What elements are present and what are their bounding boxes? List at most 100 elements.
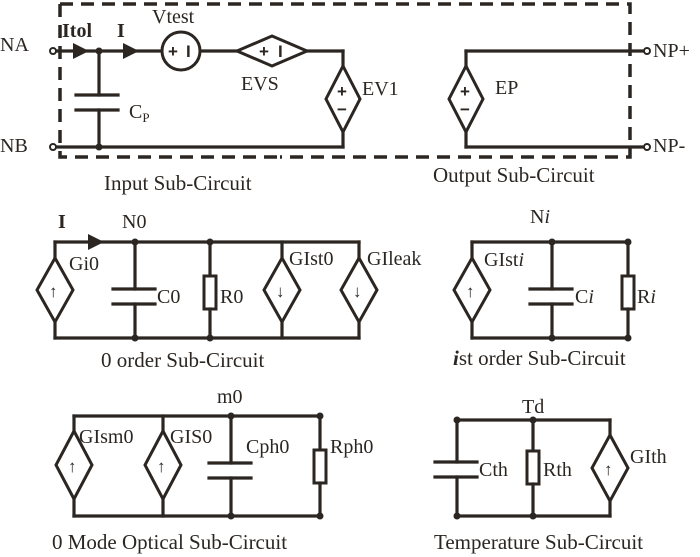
boundary-box xyxy=(60,2,632,159)
gist0-source: ↓ xyxy=(262,254,302,326)
arrow-down-icon: ↓ xyxy=(353,282,362,301)
label-ev1: EV1 xyxy=(362,78,399,100)
node-dot xyxy=(131,238,139,246)
arrow-up-icon: ↑ xyxy=(49,282,58,301)
ni-index: i xyxy=(544,206,550,228)
arrow-up-icon: ↑ xyxy=(68,457,77,476)
minus-sign: − xyxy=(337,100,347,119)
gis0-source: ↑ xyxy=(143,427,183,503)
arrow-up-icon: ↑ xyxy=(466,282,475,301)
label-gism0: GIsm0 xyxy=(79,426,133,448)
label-cp: CP xyxy=(129,101,150,125)
plus-sign: + xyxy=(259,42,269,61)
node-dot xyxy=(624,334,632,342)
label-i: I xyxy=(117,20,125,42)
label-np-plus: NP+ xyxy=(653,40,690,62)
node-dot xyxy=(529,416,537,424)
optical-circuit: ↑ ↑ m0 GIsm0 GIS0 Cph0 Rph0 0 Mode Optic… xyxy=(52,386,373,554)
node-dot xyxy=(206,334,214,342)
arrow-up-icon: ↑ xyxy=(604,460,613,479)
terminal-np-minus xyxy=(643,143,651,151)
node-dot xyxy=(131,334,139,342)
gisti-prefix: GIst xyxy=(484,249,519,271)
label-nb: NB xyxy=(0,135,28,157)
node-dot xyxy=(453,512,461,520)
plus-sign: + xyxy=(337,82,347,101)
label-gi0: Gi0 xyxy=(69,253,99,275)
ni-prefix: N xyxy=(530,206,544,228)
label-cph0: Cph0 xyxy=(246,436,289,458)
label-np-minus: NP- xyxy=(653,135,685,157)
gisti-index: i xyxy=(518,249,524,271)
label-vtest: Vtest xyxy=(152,6,195,28)
gisti-source: ↑ xyxy=(452,254,492,326)
r0-resistor xyxy=(202,274,218,311)
input-output-circuit: + I + I + − + − NA NB Itol I xyxy=(0,2,690,195)
evs-source: + I xyxy=(233,34,311,68)
gith-source: ↑ xyxy=(590,431,630,505)
label-ci: Ci xyxy=(575,286,594,308)
node-dot xyxy=(548,334,556,342)
terminal-nb xyxy=(49,143,57,151)
label-c0: C0 xyxy=(157,286,180,308)
label-gileak: GIleak xyxy=(367,248,421,270)
label-gis0: GIS0 xyxy=(170,426,212,448)
caption-output: Output Sub-Circuit xyxy=(433,163,595,187)
cp-main: C xyxy=(129,101,142,123)
arrow-up-icon: ↑ xyxy=(157,457,166,476)
label-cth: Cth xyxy=(479,459,508,481)
ri-resistor xyxy=(620,274,636,311)
gism0-source: ↑ xyxy=(54,427,94,503)
node-dot xyxy=(316,512,324,520)
caption-index: i xyxy=(453,346,459,370)
caption-i-order: ist order Sub-Circuit xyxy=(453,346,626,370)
label-gisti: GIsti xyxy=(484,249,524,271)
node-dot xyxy=(227,412,235,420)
node-dot xyxy=(453,416,461,424)
node-dot xyxy=(95,47,103,55)
gi0-source: ↑ xyxy=(35,254,75,326)
temperature-circuit: ↑ Td Cth Rth GIth Temperature Sub-Circui… xyxy=(433,396,667,554)
ri-prefix: R xyxy=(637,286,651,308)
label-i: I xyxy=(58,211,66,233)
zero-order-circuit: ↑ ↓ ↓ I N0 Gi0 C0 R0 GIst xyxy=(35,211,421,372)
ci-index: i xyxy=(588,286,594,308)
label-td: Td xyxy=(522,396,544,418)
node-dot xyxy=(316,412,324,420)
caption-zero-order: 0 order Sub-Circuit xyxy=(101,348,264,372)
label-ni: Ni xyxy=(530,206,550,228)
label-r0: R0 xyxy=(220,286,243,308)
label-itol: Itol xyxy=(62,20,92,42)
label-n0: N0 xyxy=(122,211,146,233)
minus-sign: I xyxy=(278,42,283,61)
caption-rest: st order Sub-Circuit xyxy=(459,346,626,370)
arrow-down-icon: ↓ xyxy=(276,282,285,301)
plus-sign: + xyxy=(460,82,470,101)
cp-subscript: P xyxy=(142,110,149,125)
vtest-source: + I xyxy=(160,30,202,72)
rth-resistor xyxy=(525,449,541,486)
i-order-circuit: ↑ Ni GIsti Ci Ri ist order Sub-Circuit xyxy=(452,206,656,370)
label-gist0: GIst0 xyxy=(289,248,333,270)
minus-sign: − xyxy=(460,100,470,119)
label-ep: EP xyxy=(495,77,518,99)
node-dot xyxy=(548,238,556,246)
caption-temperature: Temperature Sub-Circuit xyxy=(434,530,643,554)
caption-input: Input Sub-Circuit xyxy=(104,171,252,195)
node-dot xyxy=(529,512,537,520)
ep-source: + − xyxy=(447,62,485,136)
rph0-resistor xyxy=(312,448,328,485)
gileak-source: ↓ xyxy=(339,254,379,326)
terminal-np-plus xyxy=(643,47,651,55)
node-dot xyxy=(206,238,214,246)
label-m0: m0 xyxy=(217,386,243,408)
label-na: NA xyxy=(0,34,29,56)
ri-index: i xyxy=(650,286,656,308)
node-dot xyxy=(95,143,103,151)
label-evs: EVS xyxy=(241,73,279,95)
label-ri: Ri xyxy=(637,286,656,308)
label-rph0: Rph0 xyxy=(330,436,373,458)
label-rth: Rth xyxy=(543,459,572,481)
terminal-na xyxy=(49,47,57,55)
